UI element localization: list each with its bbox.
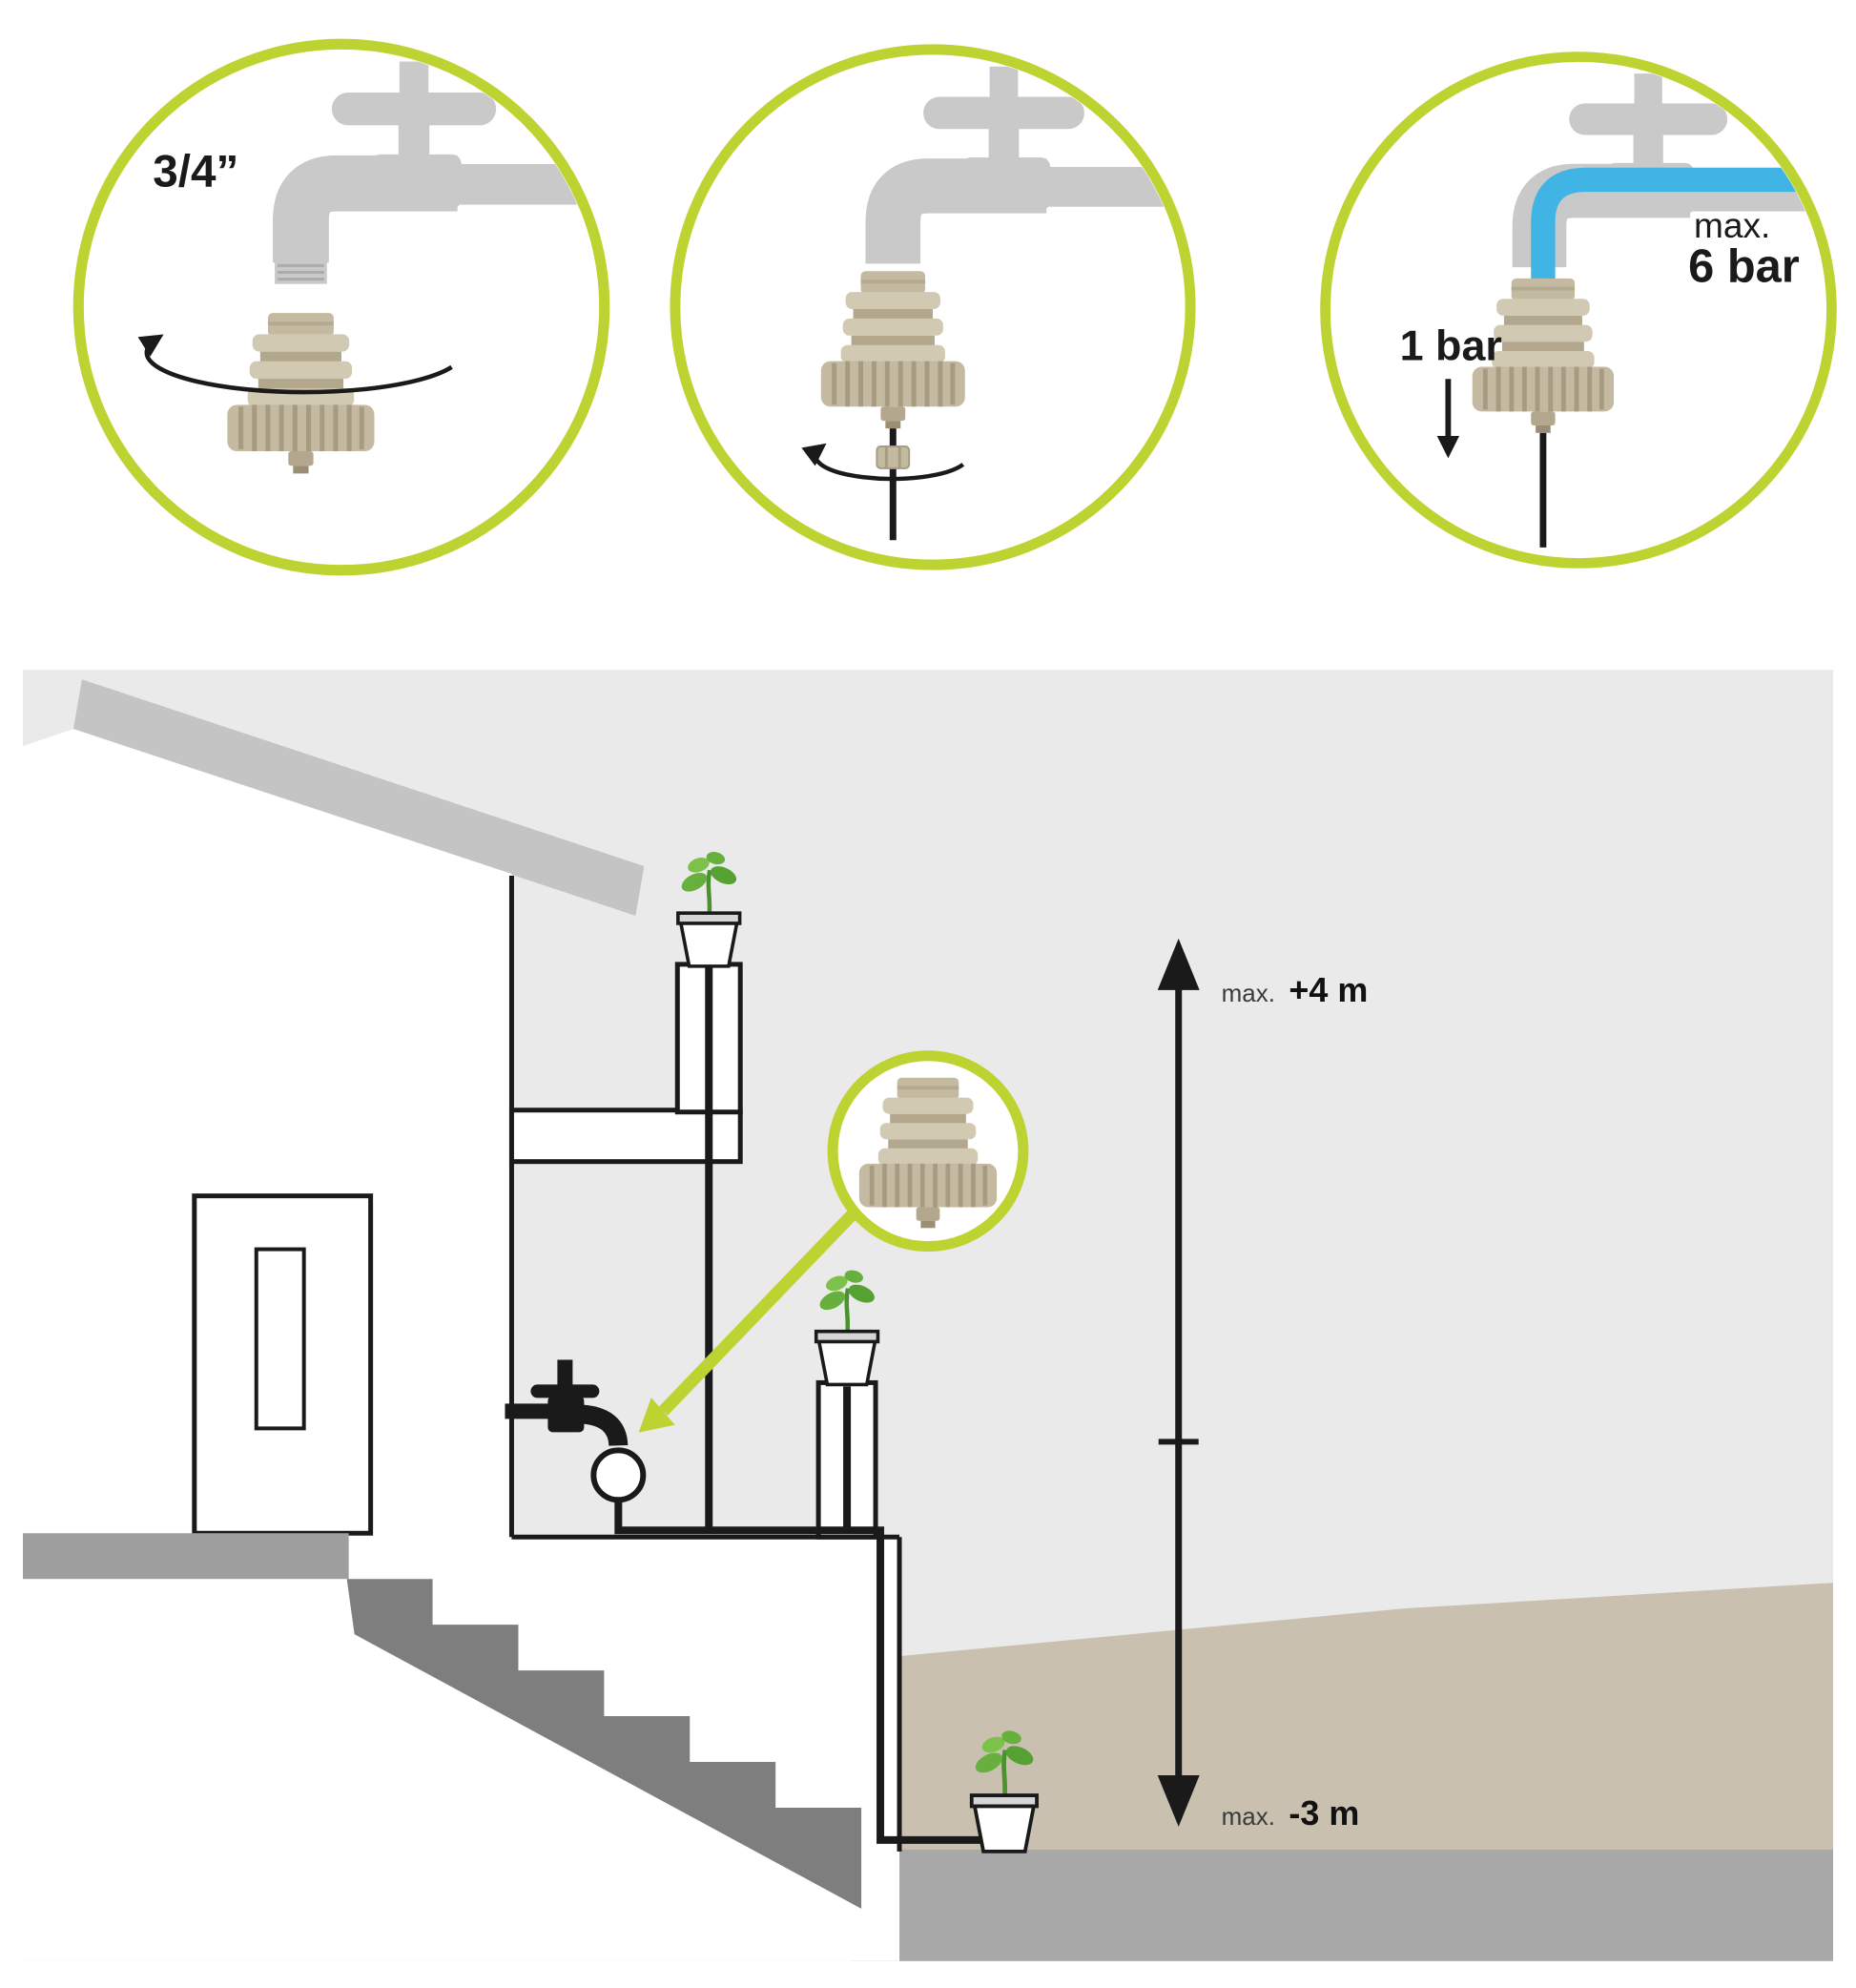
supply-hose-blue (1531, 167, 1826, 280)
height-below-value: -3 m (1289, 1793, 1359, 1833)
callout-arrowhead-icon (638, 1398, 675, 1433)
tap-thread-icon (275, 259, 327, 284)
step-1-circle: 3/4” (61, 27, 622, 588)
step-2-circle (658, 32, 1207, 582)
house-wall (23, 729, 900, 1961)
walkway (23, 1533, 349, 1580)
step-2-outline (670, 44, 1196, 570)
max-label: max. (1222, 1802, 1275, 1831)
ground-slope (899, 1583, 1833, 1854)
roof (72, 679, 645, 916)
inlet-pressure-label: 6 bar (1688, 241, 1800, 293)
height-above-label: max. +4 m (1222, 970, 1369, 1009)
irrigation-tubing (614, 964, 987, 1844)
lower-path (852, 1849, 1833, 1961)
balcony-slab (508, 1108, 743, 1165)
callout-arrow (658, 1208, 859, 1416)
tap-icon (505, 1359, 629, 1447)
rotate-arrow-icon (801, 443, 965, 482)
stairs (346, 1579, 862, 1909)
max-label: max. (1222, 979, 1275, 1007)
max-label: max. (1694, 205, 1770, 245)
main-tube (614, 1500, 987, 1844)
outlet-pressure-label: 1 bar (1400, 321, 1502, 370)
step-3-circle: max. 6 bar 1 bar (1309, 40, 1848, 580)
installation-scene: max. +4 m max. -3 m (23, 670, 1833, 1961)
hose-nut-icon (876, 445, 911, 469)
height-above-value: +4 m (1289, 970, 1368, 1009)
height-below-label: max. -3 m (1222, 1793, 1360, 1833)
arrow-up-icon (1157, 938, 1200, 990)
thread-size-label: 3/4” (153, 146, 238, 197)
step-1-outline (72, 38, 610, 576)
arrow-down-icon (1157, 1774, 1200, 1827)
step-3-outline (1320, 52, 1837, 569)
height-measure-arrow (1157, 938, 1200, 1827)
rotate-arrow-icon (137, 334, 453, 395)
door-window (254, 1247, 306, 1431)
reducer-mount-point (590, 1447, 647, 1503)
